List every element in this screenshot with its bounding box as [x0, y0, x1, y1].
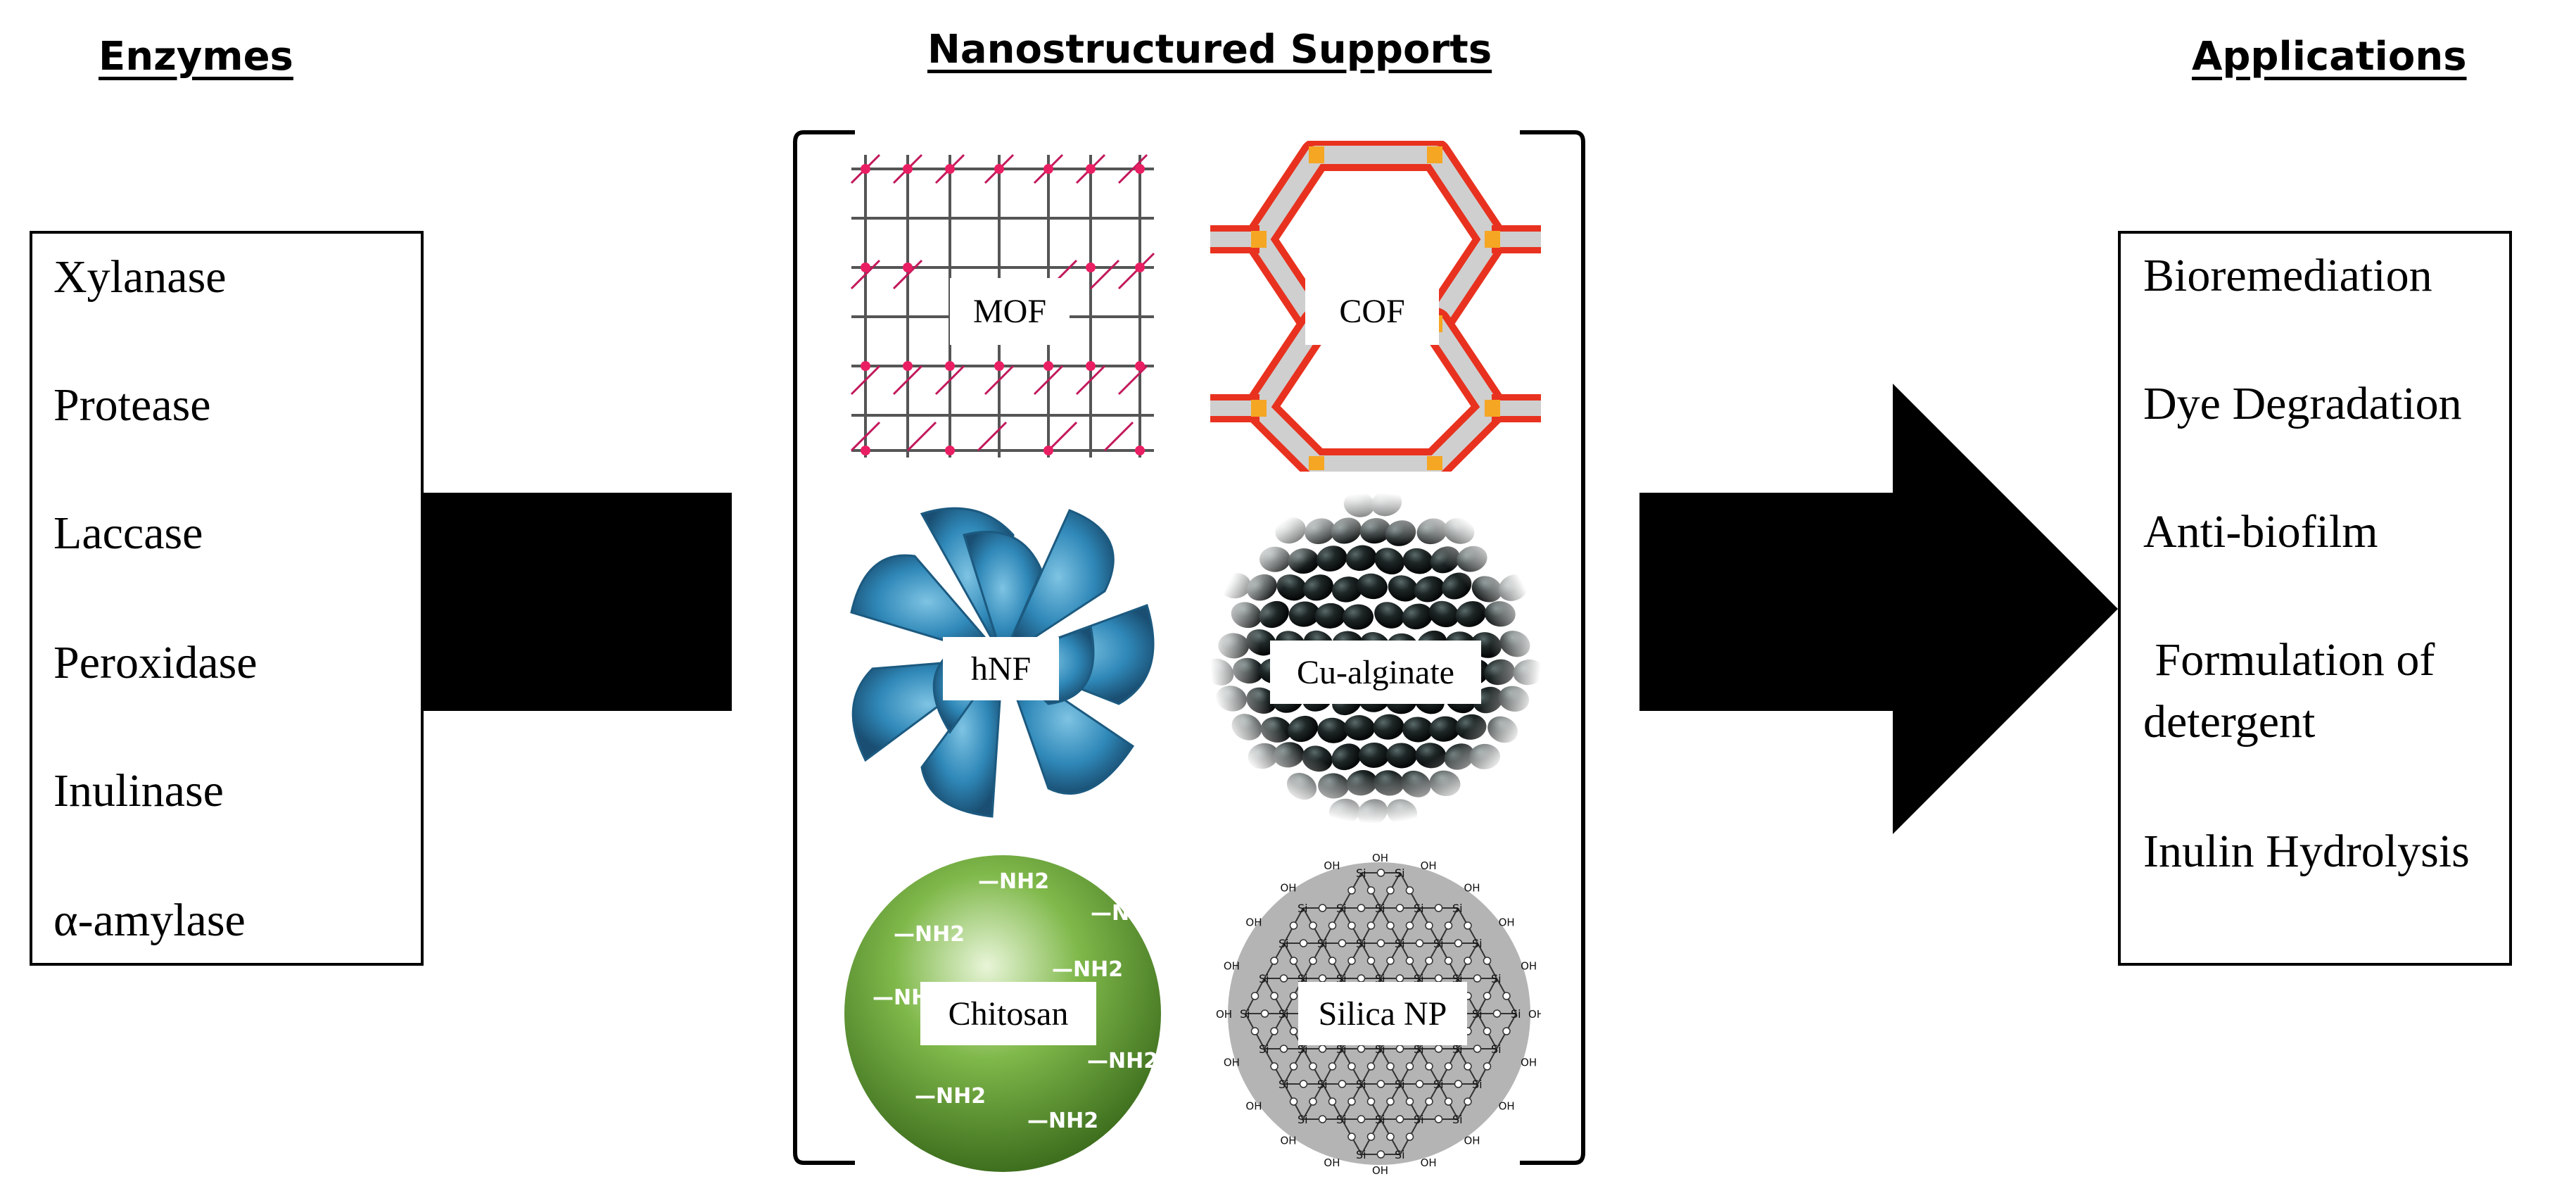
nh2-group: —NH2 [915, 1084, 986, 1109]
supports-bracket [793, 130, 1585, 1165]
si-atom: Si [1259, 1042, 1269, 1056]
application-item: Formulation of [2143, 634, 2435, 686]
nh2-group: —NH2 [978, 869, 1050, 894]
oh-group: OH [1521, 959, 1537, 972]
si-atom: Si [1414, 1113, 1424, 1126]
oh-group: OH [1216, 1008, 1232, 1021]
mof-label: MOF [950, 278, 1070, 345]
oh-group: OH [1224, 959, 1240, 972]
oh-group: OH [1421, 859, 1437, 872]
si-atom: Si [1297, 1113, 1308, 1126]
si-atom: Si [1375, 902, 1385, 915]
oh-group: OH [1245, 1099, 1262, 1112]
si-atom: Si [1375, 1113, 1385, 1126]
mof-image: MOF [837, 141, 1168, 472]
oh-group: OH [1421, 1156, 1437, 1169]
enzyme-item: α-amylase [53, 895, 246, 946]
oh-group: OH [1324, 859, 1340, 872]
enzyme-item: Protease [53, 379, 211, 431]
enzyme-item: Peroxidase [53, 637, 258, 688]
si-atom: Si [1317, 937, 1328, 950]
applications-heading: Applications [2192, 34, 2467, 80]
si-atom: Si [1395, 937, 1405, 950]
si-atom: Si [1414, 902, 1424, 915]
oh-group: OH [1499, 1099, 1515, 1112]
si-atom: Si [1336, 1042, 1347, 1056]
si-atom: Si [1356, 1148, 1366, 1161]
application-item: Bioremediation [2143, 250, 2432, 301]
si-atom: Si [1452, 902, 1463, 915]
silica-label: Silica NP [1298, 982, 1467, 1045]
oh-group: OH [1324, 1156, 1340, 1169]
si-atom: Si [1395, 866, 1405, 880]
nh2-group: —NH2 [894, 922, 965, 947]
right-arrow [1639, 384, 2118, 834]
oh-group: OH [1521, 1057, 1537, 1069]
si-atom: Si [1356, 866, 1366, 880]
si-atom: Si [1452, 1042, 1463, 1056]
hnf-image: hNF [837, 493, 1168, 824]
si-atom: Si [1279, 937, 1289, 950]
enzyme-item: Laccase [53, 507, 203, 559]
si-atom: Si [1395, 1078, 1405, 1091]
application-item: detergent [2143, 696, 2316, 748]
si-atom: Si [1279, 1007, 1289, 1021]
oh-group: OH [1372, 852, 1388, 864]
si-atom: Si [1336, 902, 1347, 915]
si-atom: Si [1240, 1007, 1250, 1021]
si-atom: Si [1414, 1042, 1424, 1056]
chitosan-image: —NH2 —NH2 —NH2 —NH2 —NH2 —NH2 —NH2 —NH2 … [837, 845, 1168, 1175]
si-atom: Si [1511, 1007, 1521, 1021]
si-atom: Si [1259, 972, 1269, 985]
si-atom: Si [1356, 937, 1366, 950]
si-atom: Si [1297, 902, 1308, 915]
enzyme-item: Inulinase [53, 765, 224, 816]
oh-group: OH [1245, 916, 1262, 929]
enzyme-item: Xylanase [53, 251, 227, 303]
connector-bar [422, 493, 732, 711]
hnf-label: hNF [943, 637, 1059, 700]
si-atom: Si [1491, 1042, 1502, 1056]
application-item: Inulin Hydrolysis [2143, 826, 2470, 877]
enzymes-heading: Enzymes [99, 34, 293, 80]
cof-image: COF [1210, 141, 1541, 472]
cu-alginate-label: Cu-alginate [1270, 641, 1481, 704]
si-atom: Si [1356, 1078, 1366, 1091]
oh-group: OH [1281, 1135, 1297, 1147]
si-atom: Si [1491, 972, 1502, 985]
enzymes-box: Xylanase Protease Laccase Peroxidase Inu… [30, 231, 424, 966]
si-atom: Si [1395, 1148, 1405, 1161]
si-atom: Si [1317, 1078, 1328, 1091]
nh2-group: —NH2 [1027, 1109, 1099, 1133]
oh-group: OH [1499, 916, 1515, 929]
cu-alginate-image: Cu-alginate [1210, 493, 1541, 824]
si-atom: Si [1279, 1078, 1289, 1091]
si-atom: Si [1375, 1042, 1385, 1056]
application-item: Dye Degradation [2143, 378, 2462, 429]
supports-heading: Nanostructured Supports [927, 27, 1492, 72]
si-atom: Si [1433, 1078, 1444, 1091]
si-atom: Si [1472, 1007, 1483, 1021]
applications-box: Bioremediation Dye Degradation Anti-biof… [2118, 231, 2512, 966]
cof-label: COF [1305, 278, 1439, 345]
application-item: Anti-biofilm [2143, 506, 2378, 557]
si-atom: Si [1472, 937, 1483, 950]
chitosan-label: Chitosan [920, 982, 1096, 1045]
si-atom: Si [1297, 1042, 1308, 1056]
nh2-group: —NH2 [1091, 901, 1162, 926]
nh2-group: —NH2 [1087, 1049, 1159, 1073]
si-atom: Si [1472, 1078, 1483, 1091]
nh2-group: —NH2 [1052, 957, 1124, 982]
si-atom: Si [1433, 937, 1444, 950]
oh-group: OH [1372, 1164, 1388, 1175]
oh-group: OH [1224, 1057, 1240, 1069]
si-atom: Si [1336, 1113, 1347, 1126]
oh-group: OH [1464, 1135, 1480, 1147]
oh-group: OH [1464, 881, 1480, 894]
si-atom: Si [1452, 1113, 1463, 1126]
oh-group: OH [1528, 1008, 1541, 1021]
oh-group: OH [1281, 881, 1297, 894]
